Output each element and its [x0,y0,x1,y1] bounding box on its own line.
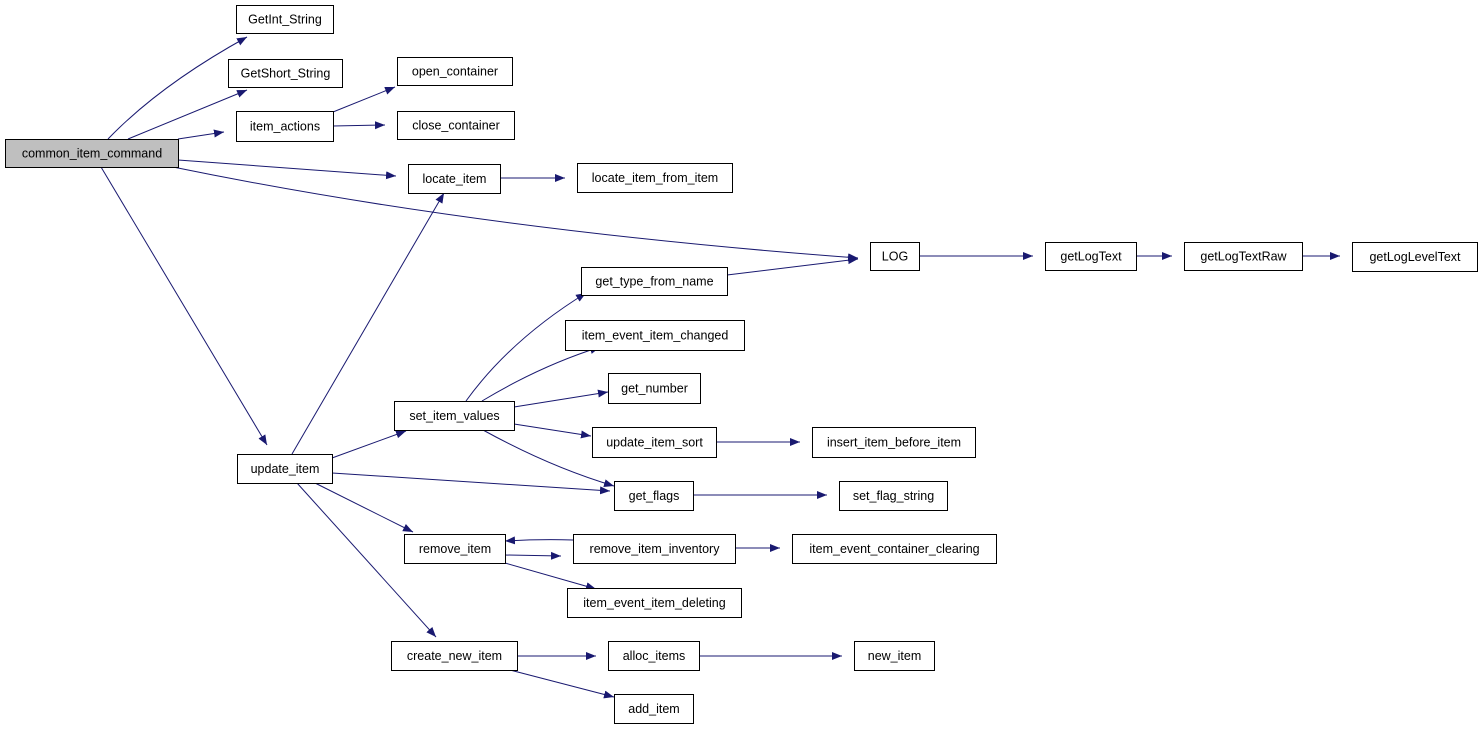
node-box[interactable] [870,242,920,271]
edge-common_item_command-to-item_actions [177,129,225,140]
node-box[interactable] [391,641,518,671]
node-remove_item_inventory[interactable]: remove_item_inventory [573,534,736,564]
node-box[interactable] [228,59,343,88]
node-box[interactable] [1352,242,1478,272]
edge-get_type_from_name-to-LOG [726,256,859,276]
edge-remove_item-to-remove_item_inventory [504,551,562,560]
edge-set_item_values-to-get_type_from_name [465,292,587,402]
node-get_type_from_name[interactable]: get_type_from_name [581,267,728,296]
node-box[interactable] [608,641,700,671]
edge-set_item_values-to-get_flags [482,429,615,487]
node-box[interactable] [792,534,997,564]
node-new_item[interactable]: new_item [854,641,935,671]
node-box[interactable] [854,641,935,671]
edge-set_item_values-to-get_number [513,389,609,408]
node-box[interactable] [1184,242,1303,271]
node-item_event_item_deleting[interactable]: item_event_item_deleting [567,588,742,618]
node-get_flags[interactable]: get_flags [614,481,694,511]
node-box[interactable] [1045,242,1137,271]
node-box[interactable] [397,57,513,86]
edge-set_item_values-to-item_event_item_changed [481,346,601,402]
node-locate_item_from_item[interactable]: locate_item_from_item [577,163,733,193]
edge-common_item_command-to-update_item [100,166,268,446]
node-get_number[interactable]: get_number [608,373,701,404]
node-alloc_items[interactable]: alloc_items [608,641,700,671]
edge-remove_item-to-item_event_item_deleting [504,562,597,591]
node-box[interactable] [592,427,717,458]
node-box[interactable] [614,694,694,724]
edge-update_item-to-get_flags [331,472,611,495]
node-box[interactable] [581,267,728,296]
node-box[interactable] [397,111,515,140]
edge-item_actions-to-close_container [332,121,386,130]
node-box[interactable] [567,588,742,618]
node-LOG[interactable]: LOG [870,242,920,271]
node-close_container[interactable]: close_container [397,111,515,140]
node-box[interactable] [608,373,701,404]
edge-remove_item_inventory-to-remove_item [504,536,574,545]
edge-item_actions-to-open_container [332,86,396,113]
node-box[interactable] [236,5,334,34]
node-box[interactable] [812,427,976,458]
node-box[interactable] [565,320,745,351]
edge-common_item_command-to-GetShort_String [127,89,248,140]
node-getLogTextRaw[interactable]: getLogTextRaw [1184,242,1303,271]
edge-layer [100,36,1340,699]
edge-update_item-to-remove_item [314,482,414,533]
node-item_event_container_clearing[interactable]: item_event_container_clearing [792,534,997,564]
node-box[interactable] [614,481,694,511]
node-box[interactable] [408,164,501,194]
node-box[interactable] [237,454,333,484]
edge-common_item_command-to-GetInt_String [107,36,248,140]
node-layer: common_item_command GetInt_StringGetShort… [5,5,1478,724]
node-box[interactable] [573,534,736,564]
edge-set_item_values-to-update_item_sort [513,423,592,439]
node-GetShort_String[interactable]: GetShort_String [228,59,343,88]
node-box[interactable] [394,401,515,431]
node-GetInt_String[interactable]: GetInt_String [236,5,334,34]
node-update_item_sort[interactable]: update_item_sort [592,427,717,458]
node-insert_item_before_item[interactable]: insert_item_before_item [812,427,976,458]
node-set_item_values[interactable]: set_item_values [394,401,515,431]
node-item_actions[interactable]: item_actions [236,111,334,142]
node-box[interactable] [404,534,506,564]
node-item_event_item_changed[interactable]: item_event_item_changed [565,320,745,351]
node-open_container[interactable]: open_container [397,57,513,86]
node-create_new_item[interactable]: create_new_item [391,641,518,671]
edge-update_item-to-set_item_values [331,430,407,459]
node-common_item_command[interactable]: common_item_command [5,139,179,168]
node-box[interactable] [839,481,948,511]
node-getLogText[interactable]: getLogText [1045,242,1137,271]
edge-common_item_command-to-locate_item [177,159,397,180]
edge-update_item-to-locate_item [291,192,445,455]
node-set_flag_string[interactable]: set_flag_string [839,481,948,511]
node-remove_item[interactable]: remove_item [404,534,506,564]
edge-update_item-to-create_new_item [296,482,437,638]
node-getLogLevelText[interactable]: getLogLevelText [1352,242,1478,272]
node-update_item[interactable]: update_item [237,454,333,484]
node-box[interactable] [577,163,733,193]
edge-create_new_item-to-add_item [509,669,615,699]
edge-common_item_command-to-LOG [172,166,859,262]
node-box[interactable] [236,111,334,142]
node-box[interactable] [5,139,179,168]
node-locate_item[interactable]: locate_item [408,164,501,194]
node-add_item[interactable]: add_item [614,694,694,724]
